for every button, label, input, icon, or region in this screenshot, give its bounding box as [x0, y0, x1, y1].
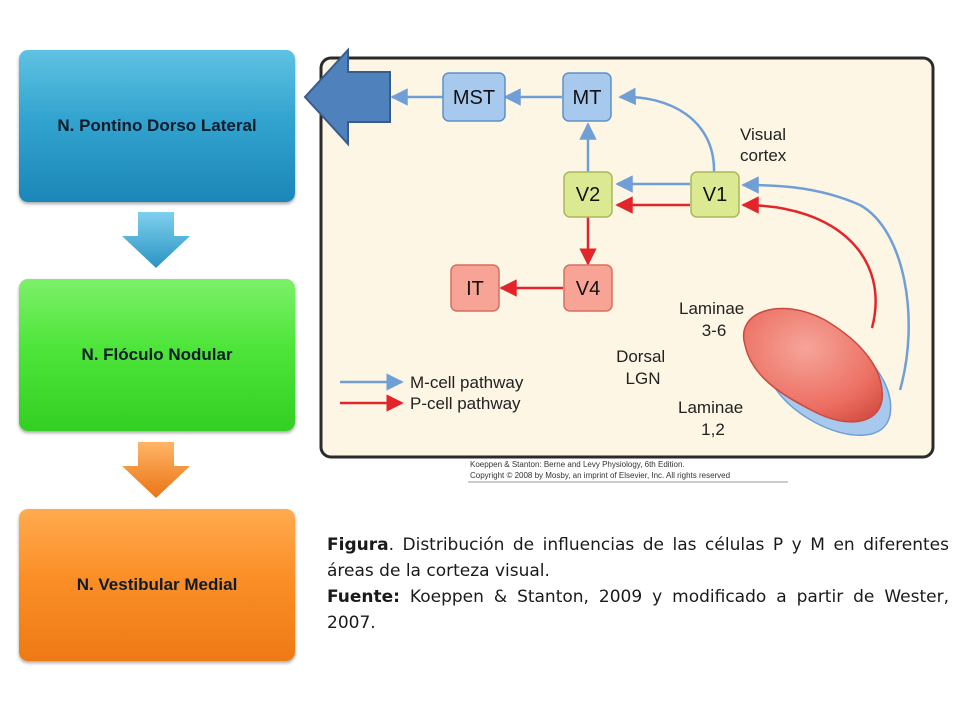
caption-fuente-label: Fuente: [327, 587, 400, 607]
svg-text:MT: MT [573, 87, 602, 109]
p-pathway-lgn-to-v1 [741, 196, 877, 329]
node-v2: V2 [563, 171, 613, 218]
node-v1: V1 [690, 171, 740, 218]
node-mt: MT [562, 72, 612, 122]
svg-text:V2: V2 [576, 184, 600, 206]
caption-figura-text: . Distribución de influencias de las cél… [327, 535, 949, 581]
node-v4: V4 [563, 264, 613, 312]
flow-box-label: N. Pontino Dorso Lateral [57, 116, 257, 135]
laminae-1-2-label: Laminae 1,2 [678, 398, 748, 439]
legend-m-cell-label: M-cell pathway [410, 373, 524, 392]
m-pathway-v1-to-mt [618, 87, 716, 173]
down-arrow-orange-icon [122, 442, 190, 498]
svg-text:V4: V4 [576, 278, 600, 300]
figure-caption: Figura. Distribución de influencias de l… [327, 532, 949, 636]
copyright-text: Koeppen & Stanton: Berne and Levy Physio… [470, 460, 730, 480]
caption-fuente-paragraph: Fuente: Koeppen & Stanton, 2009 y modifi… [327, 584, 949, 636]
flow-box-vestibular-medial: N. Vestibular Medial [19, 509, 295, 661]
flow-box-pontino-dorso-lateral: N. Pontino Dorso Lateral [19, 50, 295, 202]
visual-pathway-diagram: MST MT V2 V1 V4 IT Visual cortex Laminae… [303, 47, 935, 483]
node-mst: MST [442, 72, 506, 122]
caption-figura-paragraph: Figura. Distribución de influencias de l… [327, 532, 949, 584]
lgn-parvocellular-shape [742, 307, 883, 423]
dorsal-lgn-label: Dorsal LGN [616, 347, 670, 388]
left-arrow-overlay-icon [303, 47, 391, 147]
legend: M-cell pathway P-cell pathway [340, 373, 524, 413]
flow-box-label: N. Flóculo Nodular [81, 345, 233, 364]
laminae-3-6-label: Laminae 3-6 [679, 299, 749, 340]
m-pathway-lgn-to-v1 [741, 176, 910, 391]
node-it: IT [450, 264, 500, 312]
flow-box-floculo-nodular: N. Flóculo Nodular [19, 279, 295, 431]
legend-p-cell-label: P-cell pathway [410, 394, 521, 413]
svg-text:IT: IT [466, 278, 484, 300]
caption-figura-label: Figura [327, 535, 389, 555]
flow-box-label: N. Vestibular Medial [76, 575, 238, 594]
svg-text:MST: MST [453, 87, 495, 109]
visual-cortex-label: Visual cortex [740, 125, 791, 165]
caption-fuente-text: Koeppen & Stanton, 2009 y modificado a p… [327, 587, 949, 633]
down-arrow-blue-icon [122, 212, 190, 268]
svg-text:V1: V1 [703, 184, 727, 206]
